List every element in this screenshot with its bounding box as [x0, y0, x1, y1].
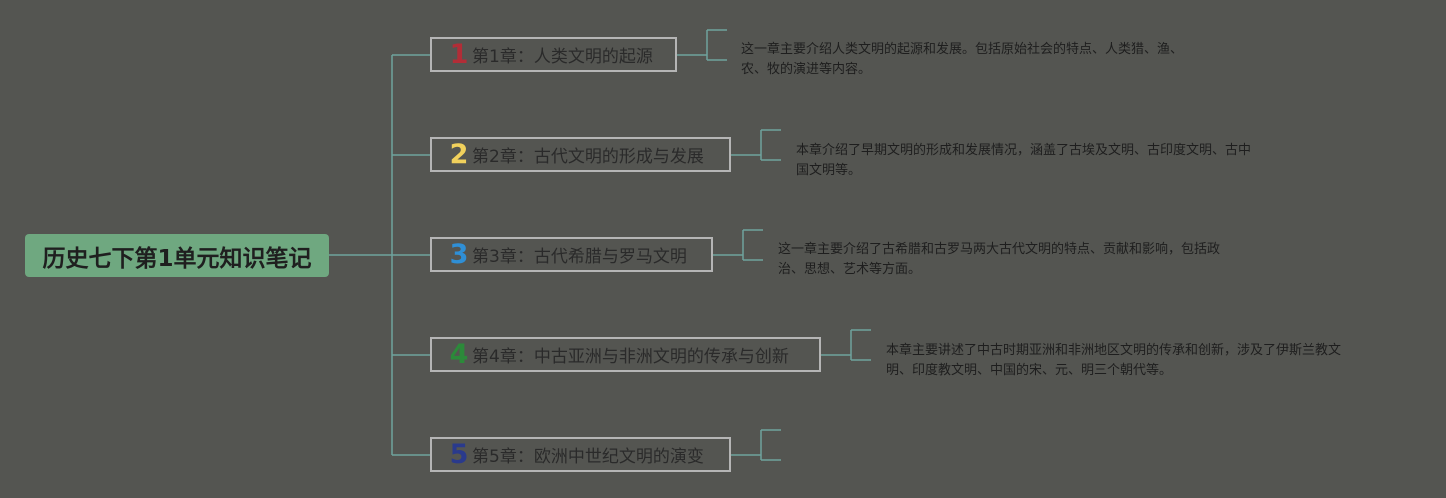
- chapter-number-1: 1: [449, 39, 469, 70]
- chapter-4-description: 本章主要讲述了中古时期亚洲和非洲地区文明的传承和创新，涉及了伊斯兰教文 明、印度…: [886, 341, 1341, 381]
- chapter-label: 第1章：人类文明的起源: [472, 47, 653, 67]
- root-title: 历史七下第1单元知识笔记: [42, 245, 312, 272]
- description-line: 本章主要讲述了中古时期亚洲和非洲地区文明的传承和创新，涉及了伊斯兰教文: [886, 343, 1342, 358]
- description-line: 国文明等。: [796, 163, 862, 178]
- chapter-number-3: 3: [449, 239, 469, 270]
- chapter-number-4: 4: [449, 339, 469, 370]
- description-line: 这一章主要介绍了古希腊和古罗马两大古代文明的特点、贡献和影响，包括政: [778, 242, 1221, 257]
- chapter-5-node[interactable]: 5 第5章：欧洲中世纪文明的演变: [430, 437, 731, 472]
- description-line: 本章介绍了早期文明的形成和发展情况，涵盖了古埃及文明、古印度文明、古中: [796, 143, 1252, 158]
- chapter-2-node[interactable]: 2 第2章：古代文明的形成与发展: [430, 137, 731, 172]
- chapter-2-description: 本章介绍了早期文明的形成和发展情况，涵盖了古埃及文明、古印度文明、古中 国文明等…: [796, 141, 1251, 181]
- chapter-label: 第3章：古代希腊与罗马文明: [472, 247, 687, 267]
- root-topic[interactable]: 历史七下第1单元知识笔记: [25, 234, 329, 277]
- chapter-3-description: 这一章主要介绍了古希腊和古罗马两大古代文明的特点、贡献和影响，包括政 治、思想、…: [778, 240, 1220, 280]
- chapter-4-node[interactable]: 4 第4章：中古亚洲与非洲文明的传承与创新: [430, 337, 821, 372]
- chapter-number-5: 5: [449, 439, 469, 470]
- description-line: 农、牧的演进等内容。: [741, 62, 872, 77]
- chapter-1-node[interactable]: 1 第1章：人类文明的起源: [430, 37, 677, 72]
- chapter-label: 第5章：欧洲中世纪文明的演变: [472, 447, 704, 467]
- chapter-3-node[interactable]: 3 第3章：古代希腊与罗马文明: [430, 237, 713, 272]
- chapter-1-description: 这一章主要介绍人类文明的起源和发展。包括原始社会的特点、人类猎、渔、 农、牧的演…: [741, 40, 1183, 80]
- chapter-label: 第2章：古代文明的形成与发展: [472, 147, 704, 167]
- chapter-label: 第4章：中古亚洲与非洲文明的传承与创新: [472, 347, 789, 367]
- description-line: 治、思想、艺术等方面。: [778, 262, 922, 277]
- chapter-number-2: 2: [449, 139, 469, 170]
- description-line: 这一章主要介绍人类文明的起源和发展。包括原始社会的特点、人类猎、渔、: [741, 42, 1184, 57]
- description-line: 明、印度教文明、中国的宋、元、明三个朝代等。: [886, 363, 1173, 378]
